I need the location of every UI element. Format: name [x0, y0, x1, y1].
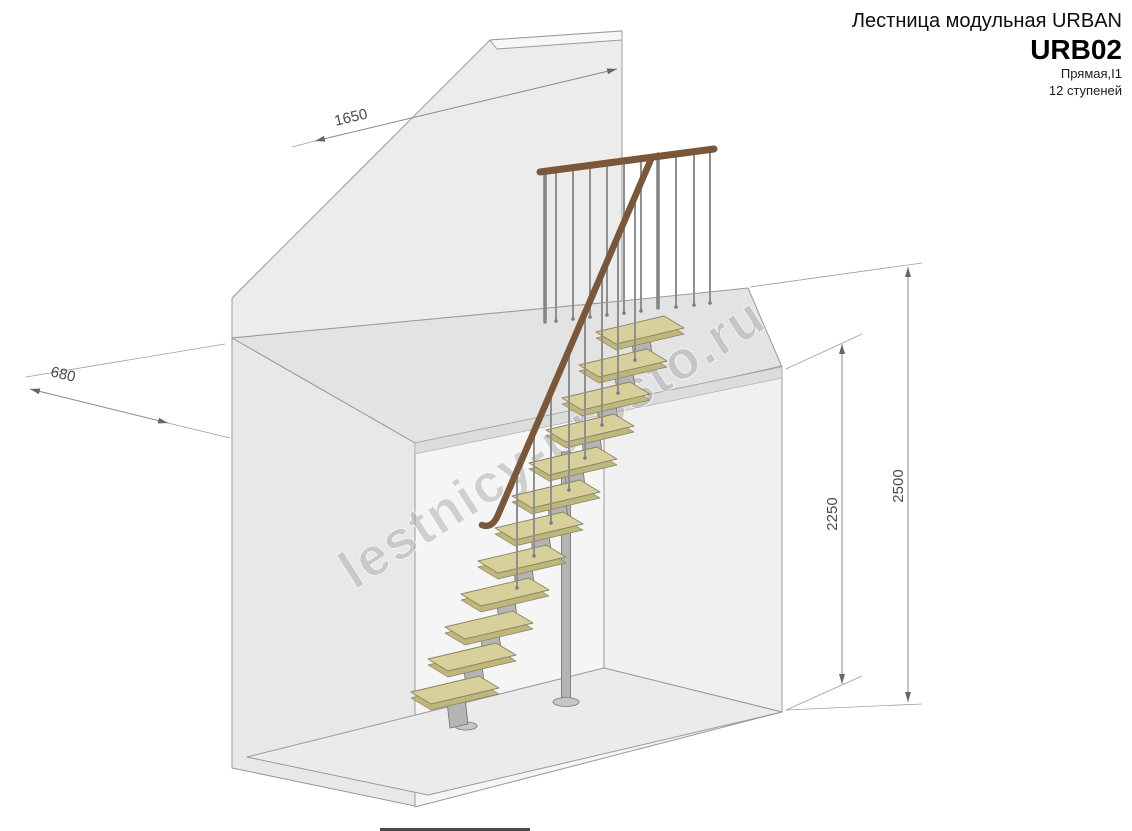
- dimension-2500: 2500: [749, 262, 923, 711]
- room-left-wall: [231, 337, 416, 807]
- baluster-base: [554, 319, 558, 323]
- stair-type: Прямая,I1: [1060, 66, 1122, 82]
- baluster-base: [567, 488, 571, 492]
- dimension-2250: 2250: [785, 333, 863, 711]
- gable-wall: [231, 30, 623, 339]
- model-code: URB02: [1030, 34, 1122, 65]
- pole-base-plate: [552, 697, 580, 707]
- baluster-base: [571, 317, 575, 321]
- baluster-base: [616, 391, 620, 395]
- baluster-base: [600, 423, 604, 427]
- baluster-base: [639, 309, 643, 313]
- baluster-base: [549, 521, 553, 525]
- extension-line: [25, 343, 226, 378]
- dimension-label: 680: [49, 363, 77, 385]
- dimension-line: [314, 68, 618, 142]
- extension-line: [749, 262, 923, 288]
- baluster-base: [622, 311, 626, 315]
- dimension-label: 1650: [333, 105, 369, 129]
- dimension-label: 2500: [890, 469, 907, 502]
- baluster-base: [692, 303, 696, 307]
- stair-handrail: [478, 153, 656, 530]
- baluster-base: [708, 301, 712, 305]
- title-block: Лестница модульная URBAN URB02 Прямая,I1…: [852, 8, 1122, 100]
- baluster-base: [605, 313, 609, 317]
- product-title: Лестница модульная URBAN: [851, 10, 1122, 32]
- bottom-edge-artifact: [380, 828, 530, 831]
- extension-line: [291, 140, 316, 148]
- staircase: [410, 315, 685, 731]
- railing: [478, 145, 718, 590]
- step-count: 12 ступеней: [1048, 83, 1122, 99]
- baluster-base: [583, 456, 587, 460]
- extension-line: [785, 703, 923, 711]
- dimension-680: 680: [25, 343, 231, 439]
- stair-balusters: [515, 195, 637, 590]
- extension-line: [785, 675, 863, 711]
- dimension-line: [29, 388, 169, 424]
- landing-handrail: [536, 145, 718, 176]
- baluster-base: [515, 586, 519, 590]
- dimension-label: 2250: [824, 497, 841, 530]
- extension-line: [785, 333, 863, 370]
- extension-line: [167, 422, 231, 439]
- baluster-base: [633, 358, 637, 362]
- baluster-base: [588, 315, 592, 319]
- baluster-base: [674, 305, 678, 309]
- baluster-base: [532, 554, 536, 558]
- room-floor: [246, 667, 783, 796]
